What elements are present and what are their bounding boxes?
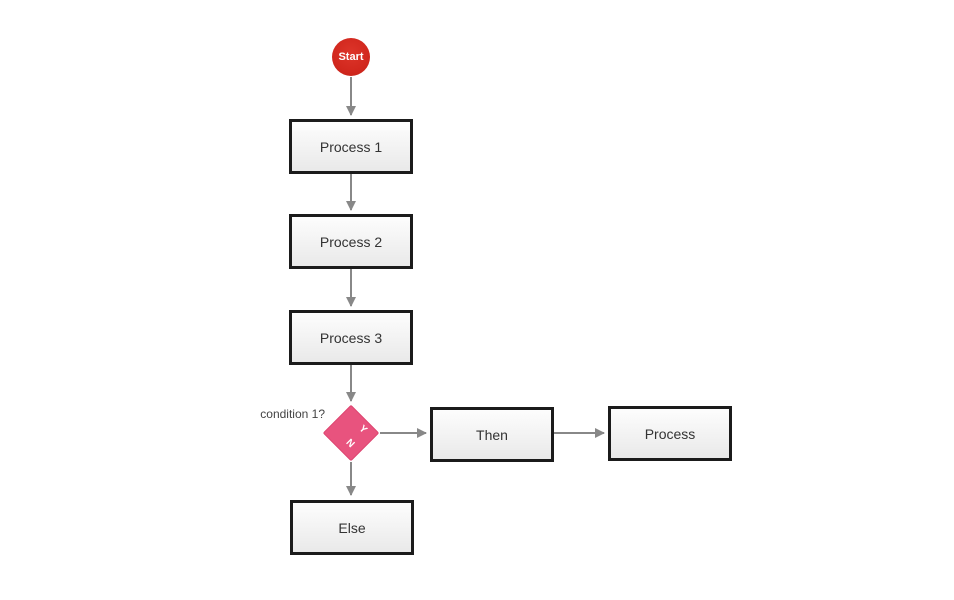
node-process3-label: Process 3 bbox=[319, 329, 383, 346]
node-process-label: Process bbox=[644, 425, 696, 442]
node-start-label: Start bbox=[338, 51, 364, 63]
node-process2: Process 2 bbox=[289, 214, 413, 269]
node-start: Start bbox=[332, 38, 370, 76]
node-then-label: Then bbox=[476, 426, 508, 443]
node-process1: Process 1 bbox=[289, 119, 413, 174]
node-then: Then bbox=[430, 407, 554, 462]
node-process2-label: Process 2 bbox=[319, 233, 383, 250]
node-process: Process bbox=[608, 406, 732, 461]
node-process1-label: Process 1 bbox=[319, 138, 383, 155]
node-process3: Process 3 bbox=[289, 310, 413, 365]
condition-question-label: condition 1? bbox=[260, 407, 325, 421]
node-else: Else bbox=[290, 500, 414, 555]
node-else-label: Else bbox=[338, 519, 366, 536]
